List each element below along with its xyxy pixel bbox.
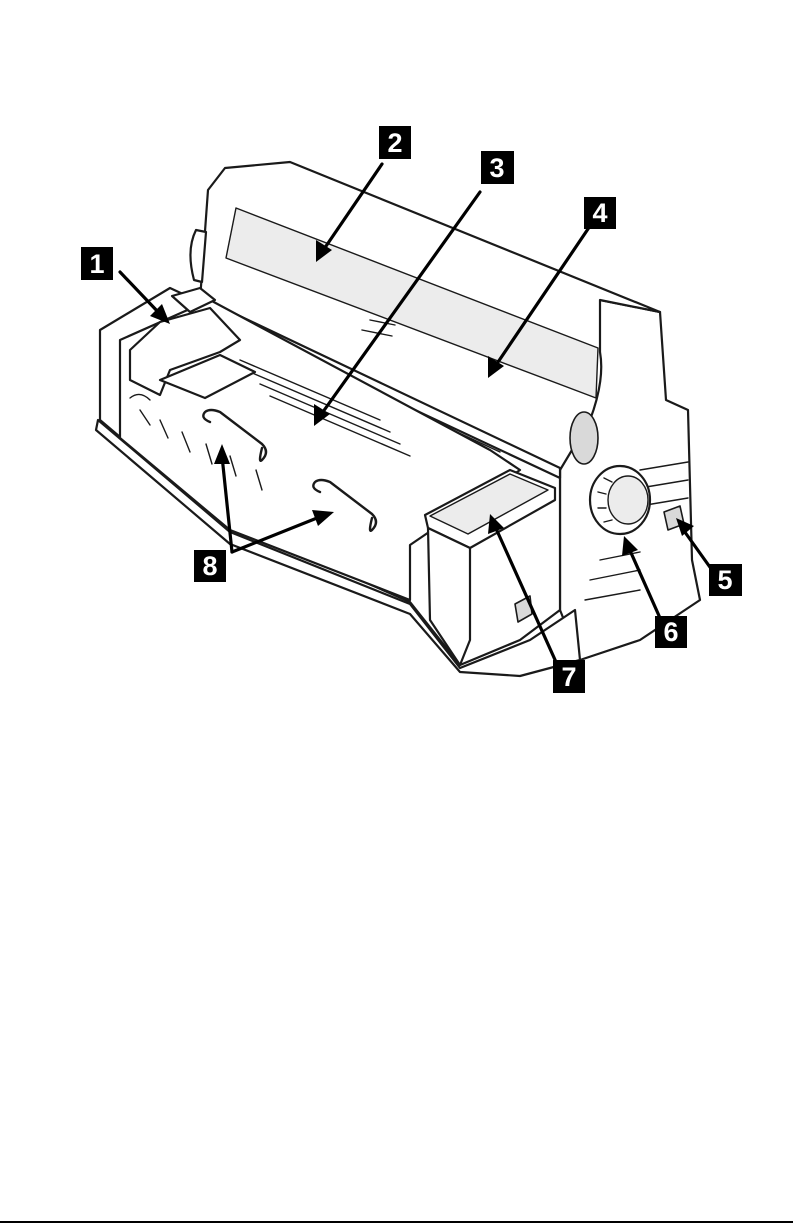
callout-5-label: 5 xyxy=(717,565,732,595)
operator-panel-box xyxy=(428,528,470,665)
callout-6: 6 xyxy=(655,616,687,648)
callout-3: 3 xyxy=(481,151,514,184)
callout-4-label: 4 xyxy=(592,198,607,228)
callout-5: 5 xyxy=(709,564,742,596)
callout-8-label: 8 xyxy=(202,551,217,581)
callout-1-label: 1 xyxy=(89,249,104,279)
printer-illustration xyxy=(96,162,700,676)
platen-knob xyxy=(590,466,650,534)
callout-7-label: 7 xyxy=(561,662,576,692)
callout-7: 7 xyxy=(553,660,585,693)
callout-1: 1 xyxy=(81,247,113,280)
callout-2-label: 2 xyxy=(387,128,402,158)
callout-3-label: 3 xyxy=(489,153,504,183)
callout-6-label: 6 xyxy=(663,617,678,647)
cover-side-oval xyxy=(570,412,598,464)
callout-8: 8 xyxy=(194,550,226,582)
cover-hinge-left xyxy=(190,230,206,282)
callout-2: 2 xyxy=(379,126,411,159)
callout-4: 4 xyxy=(584,197,616,229)
